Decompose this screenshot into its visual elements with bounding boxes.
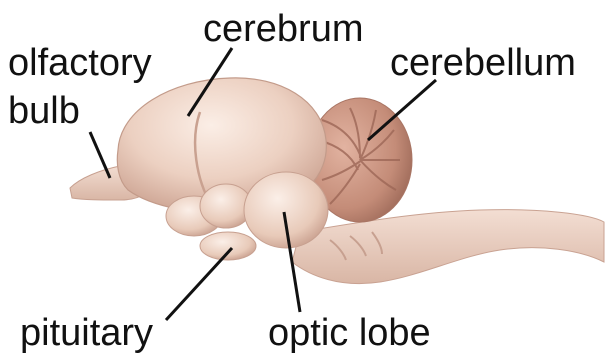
label-olfactory: olfactory bbox=[8, 44, 152, 82]
leader-pituitary bbox=[166, 248, 232, 320]
pituitary-shape bbox=[200, 232, 256, 260]
optic-lobe-shape bbox=[244, 172, 328, 248]
label-pituitary: pituitary bbox=[20, 314, 153, 352]
label-cerebellum: cerebellum bbox=[390, 44, 576, 82]
label-cerebrum: cerebrum bbox=[203, 10, 364, 48]
label-optic-lobe: optic lobe bbox=[268, 314, 431, 352]
label-bulb: bulb bbox=[8, 92, 80, 130]
